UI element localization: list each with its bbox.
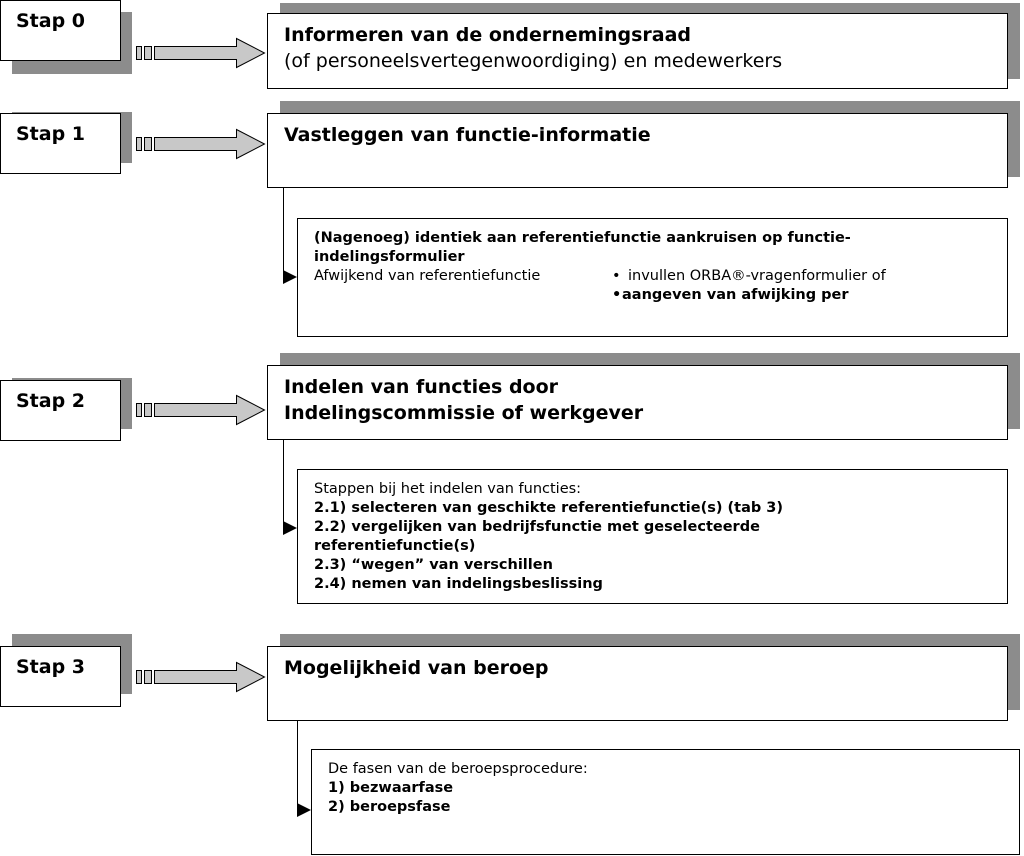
- step1-label-box: Stap 1: [0, 113, 121, 174]
- step1-detail-bullets: • invullen ORBA®-vragenformulier of • aa…: [612, 267, 886, 305]
- step1-arrow-icon: [136, 128, 266, 160]
- step0-title-box: Informeren van de ondernemingsraad (of p…: [267, 13, 1008, 89]
- step2-arrow-icon: [136, 394, 266, 426]
- step2-label-box: Stap 2: [0, 380, 121, 441]
- step2-pointer-icon: [283, 521, 297, 535]
- step3-detail-item: 1) bezwaarfase: [328, 780, 454, 796]
- step2-title-line1: Indelen van functies door: [284, 376, 559, 398]
- step1-bullet-item: • aangeven van afwijking per: [612, 286, 886, 305]
- step1-detail-content: (Nagenoeg) identiek aan referentiefuncti…: [298, 219, 1007, 305]
- step1-title-box: Vastleggen van functie-informatie: [267, 113, 1008, 188]
- step2-connector-line: [283, 440, 284, 530]
- step1-detail-bold-line: (Nagenoeg) identiek aan referentiefuncti…: [314, 230, 851, 265]
- step0-label-box: Stap 0: [0, 0, 121, 61]
- step3-pointer-icon: [297, 803, 311, 817]
- step3-label-box: Stap 3: [0, 646, 121, 707]
- step2-detail-box: Stappen bij het indelen van functies: 2.…: [297, 469, 1008, 604]
- step1-connector-line: [283, 188, 284, 278]
- step0-title: Informeren van de ondernemingsraad (of p…: [268, 14, 1007, 74]
- step0-arrow-icon: [136, 37, 266, 69]
- step0-title-line1: Informeren van de ondernemingsraad: [284, 24, 692, 46]
- step2-detail-item: 2.2) vergelijken van bedrijfsfunctie met…: [314, 519, 760, 554]
- step2-detail-item: 2.3) “wegen” van verschillen: [314, 557, 553, 573]
- step1-detail-left-text: Afwijkend van referentiefunctie: [314, 268, 541, 284]
- step3-detail-intro: De fasen van de beroepsprocedure:: [328, 761, 588, 777]
- step1-pointer-icon: [283, 270, 297, 284]
- bullet-icon: •: [612, 287, 622, 303]
- step2-title-box: Indelen van functies door Indelingscommi…: [267, 365, 1008, 440]
- step3-connector-line: [297, 721, 298, 811]
- step3-detail-content: De fasen van de beroepsprocedure: 1) bez…: [312, 750, 1019, 817]
- step3-detail-item: 2) beroepsfase: [328, 799, 451, 815]
- step1-bullet-text: invullen ORBA®-vragenformulier of: [628, 268, 886, 284]
- step3-label: Stap 3: [16, 656, 86, 678]
- step2-detail-item: 2.4) nemen van indelingsbeslissing: [314, 576, 603, 592]
- step2-title: Indelen van functies door Indelingscommi…: [268, 366, 1007, 426]
- step1-detail-row: Afwijkend van referentiefunctie • invull…: [314, 267, 937, 305]
- step2-title-line2: Indelingscommissie of werkgever: [284, 402, 644, 424]
- step1-label: Stap 1: [16, 123, 86, 145]
- step0-label: Stap 0: [16, 10, 86, 32]
- step2-detail-intro: Stappen bij het indelen van functies:: [314, 481, 582, 497]
- step3-title-box: Mogelijkheid van beroep: [267, 646, 1008, 721]
- step2-detail-item: 2.1) selecteren van geschikte referentie…: [314, 500, 784, 516]
- step1-bullet-text: aangeven van afwijking per: [622, 287, 849, 303]
- step0-title-line2: (of personeelsvertegenwoordiging) en med…: [284, 50, 783, 72]
- step1-bullet-item: • invullen ORBA®-vragenformulier of: [612, 267, 886, 286]
- step2-label: Stap 2: [16, 390, 86, 412]
- bullet-icon: •: [612, 268, 621, 284]
- step3-title: Mogelijkheid van beroep: [284, 657, 549, 679]
- step1-title: Vastleggen van functie-informatie: [284, 124, 651, 146]
- step1-detail-box: (Nagenoeg) identiek aan referentiefuncti…: [297, 218, 1008, 337]
- step3-arrow-icon: [136, 661, 266, 693]
- step2-detail-content: Stappen bij het indelen van functies: 2.…: [298, 470, 1007, 592]
- step3-detail-box: De fasen van de beroepsprocedure: 1) bez…: [311, 749, 1020, 855]
